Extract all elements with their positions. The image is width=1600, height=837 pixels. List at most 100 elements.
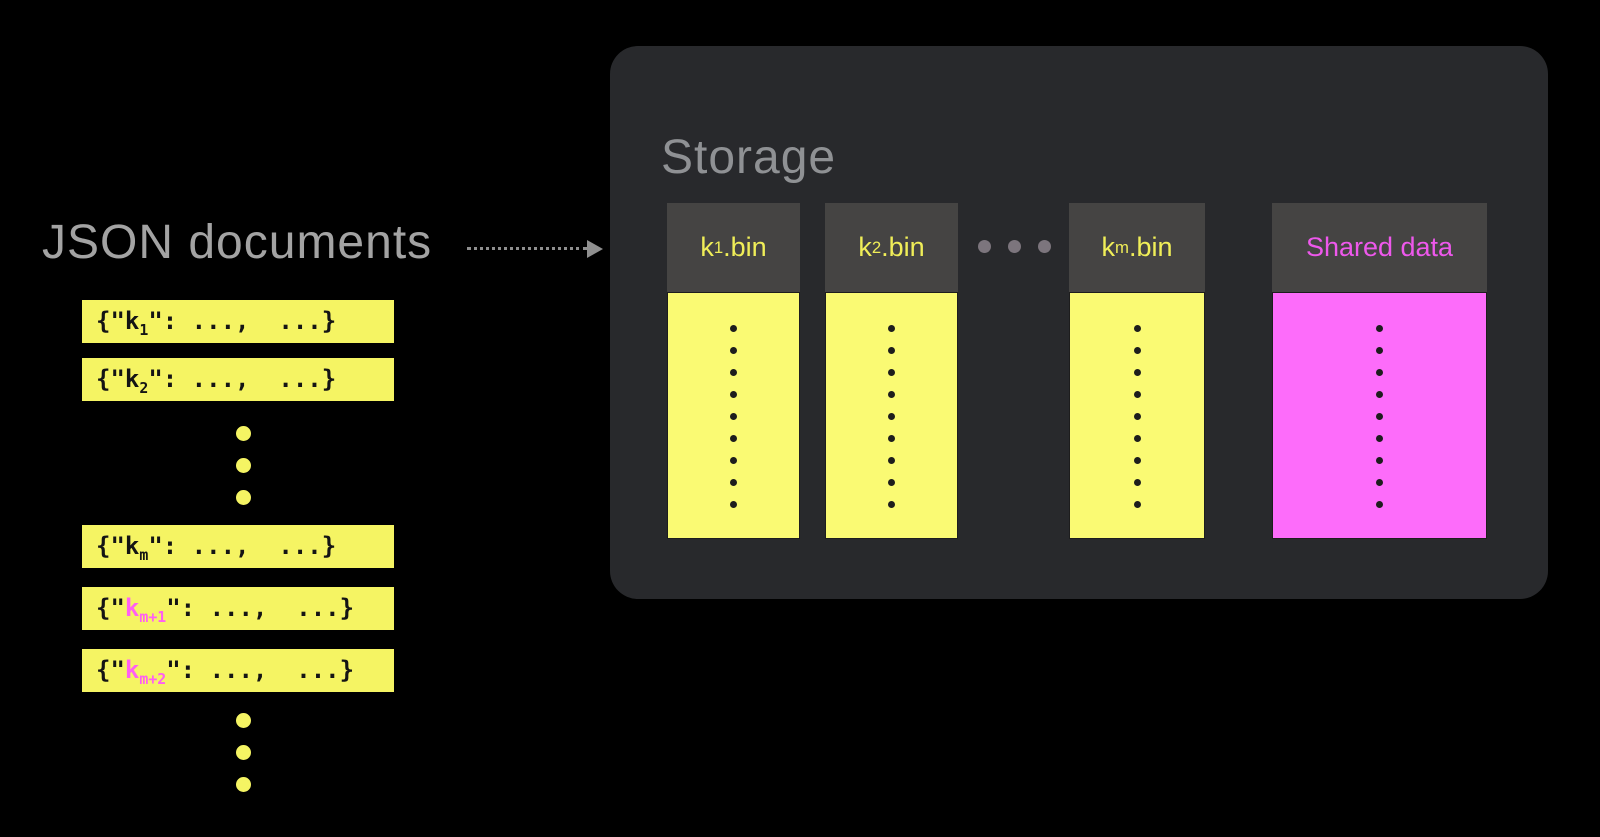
json-documents-label: JSON documents: [42, 216, 433, 269]
dot: [1376, 369, 1383, 376]
bin-records-dots: [1376, 325, 1383, 538]
dot: [1376, 501, 1383, 508]
bin-shared-data-header: Shared data: [1272, 203, 1487, 292]
doc-key-subscript: 1: [139, 320, 149, 339]
ellipsis-dots-vertical: [236, 426, 251, 505]
json-doc-row-k2: {"k2": ..., ...}: [82, 358, 394, 401]
dot: [730, 479, 737, 486]
dot: [730, 325, 737, 332]
doc-key-subscript: 2: [139, 378, 149, 397]
dot: [730, 347, 737, 354]
dot: [1133, 457, 1141, 464]
dot: [1133, 325, 1141, 332]
json-doc-row-km: {"km": ..., ...}: [82, 525, 394, 568]
bin-label: k: [1101, 232, 1116, 262]
doc-text: {": [96, 365, 125, 393]
dot: [1376, 347, 1383, 354]
dot: [1133, 435, 1141, 442]
storage-title: Storage: [661, 131, 837, 184]
ellipsis-dots-vertical: [236, 713, 251, 792]
dot: [978, 240, 991, 253]
dot: [1376, 413, 1383, 420]
doc-key-subscript: m+1: [139, 607, 167, 626]
doc-key: k: [124, 532, 140, 560]
dot: [888, 501, 895, 508]
doc-key-highlighted: k: [124, 594, 140, 622]
doc-text: ": ..., ...}: [166, 594, 355, 622]
dot: [1376, 435, 1383, 442]
bin-label-suffix: .bin: [1128, 232, 1173, 262]
bin-label-suffix: .bin: [723, 232, 767, 262]
dot: [730, 435, 737, 442]
dot: [1133, 347, 1141, 354]
dot: [236, 777, 251, 792]
bin-label-suffix: .bin: [881, 232, 925, 262]
dot: [730, 457, 737, 464]
dot: [730, 369, 737, 376]
dot: [1038, 240, 1051, 253]
bin-label: Shared data: [1305, 232, 1454, 262]
doc-text: ": ..., ...}: [148, 365, 337, 393]
json-doc-row-km2: {"km+2": ..., ...}: [82, 649, 394, 692]
arrow-json-to-storage-line: [467, 247, 587, 250]
dot: [1376, 391, 1383, 398]
dot: [888, 369, 895, 376]
doc-text: {": [96, 307, 125, 335]
doc-key: k: [124, 307, 140, 335]
dot: [888, 347, 895, 354]
dot: [888, 435, 895, 442]
bin-records-dots: [730, 325, 737, 538]
dot: [1133, 369, 1141, 376]
json-doc-row-k1: {"k1": ..., ...}: [82, 300, 394, 343]
doc-text: ": ..., ...}: [166, 656, 355, 684]
dot: [1133, 413, 1141, 420]
dot: [1133, 501, 1141, 508]
bin-k2-body: [825, 292, 958, 539]
bin-shared-data-body: [1272, 292, 1487, 539]
dot: [1376, 325, 1383, 332]
doc-key-highlighted: k: [124, 656, 140, 684]
dot: [1376, 457, 1383, 464]
dot: [1376, 479, 1383, 486]
dot: [1133, 391, 1141, 398]
dot: [236, 490, 251, 505]
doc-key-subscript: m: [139, 545, 149, 564]
bin-k1-body: [667, 292, 800, 539]
dot: [730, 413, 737, 420]
dot: [888, 479, 895, 486]
doc-text: ": ..., ...}: [148, 307, 337, 335]
bin-label: k: [858, 232, 872, 262]
dot: [888, 325, 895, 332]
bin-km-body: [1069, 292, 1205, 539]
dot: [236, 745, 251, 760]
bin-records-dots: [888, 325, 895, 538]
json-doc-row-km1: {"km+1": ..., ...}: [82, 587, 394, 630]
dot: [888, 391, 895, 398]
bin-shared-data: Shared data: [1272, 203, 1487, 539]
doc-text: ": ..., ...}: [148, 532, 337, 560]
dot: [236, 713, 251, 728]
bin-label: k: [700, 232, 714, 262]
doc-text: {": [96, 656, 125, 684]
doc-key-subscript: m+2: [139, 669, 167, 688]
dot: [888, 457, 895, 464]
bin-records-dots: [1133, 325, 1141, 538]
doc-key: k: [124, 365, 140, 393]
doc-text: {": [96, 594, 125, 622]
dot: [236, 458, 251, 473]
dot: [236, 426, 251, 441]
doc-text: {": [96, 532, 125, 560]
ellipsis-dots-horizontal: [978, 240, 1051, 253]
arrow-right-icon: [587, 240, 603, 258]
dot: [1008, 240, 1021, 253]
dot: [1133, 479, 1141, 486]
dot: [730, 391, 737, 398]
dot: [730, 501, 737, 508]
